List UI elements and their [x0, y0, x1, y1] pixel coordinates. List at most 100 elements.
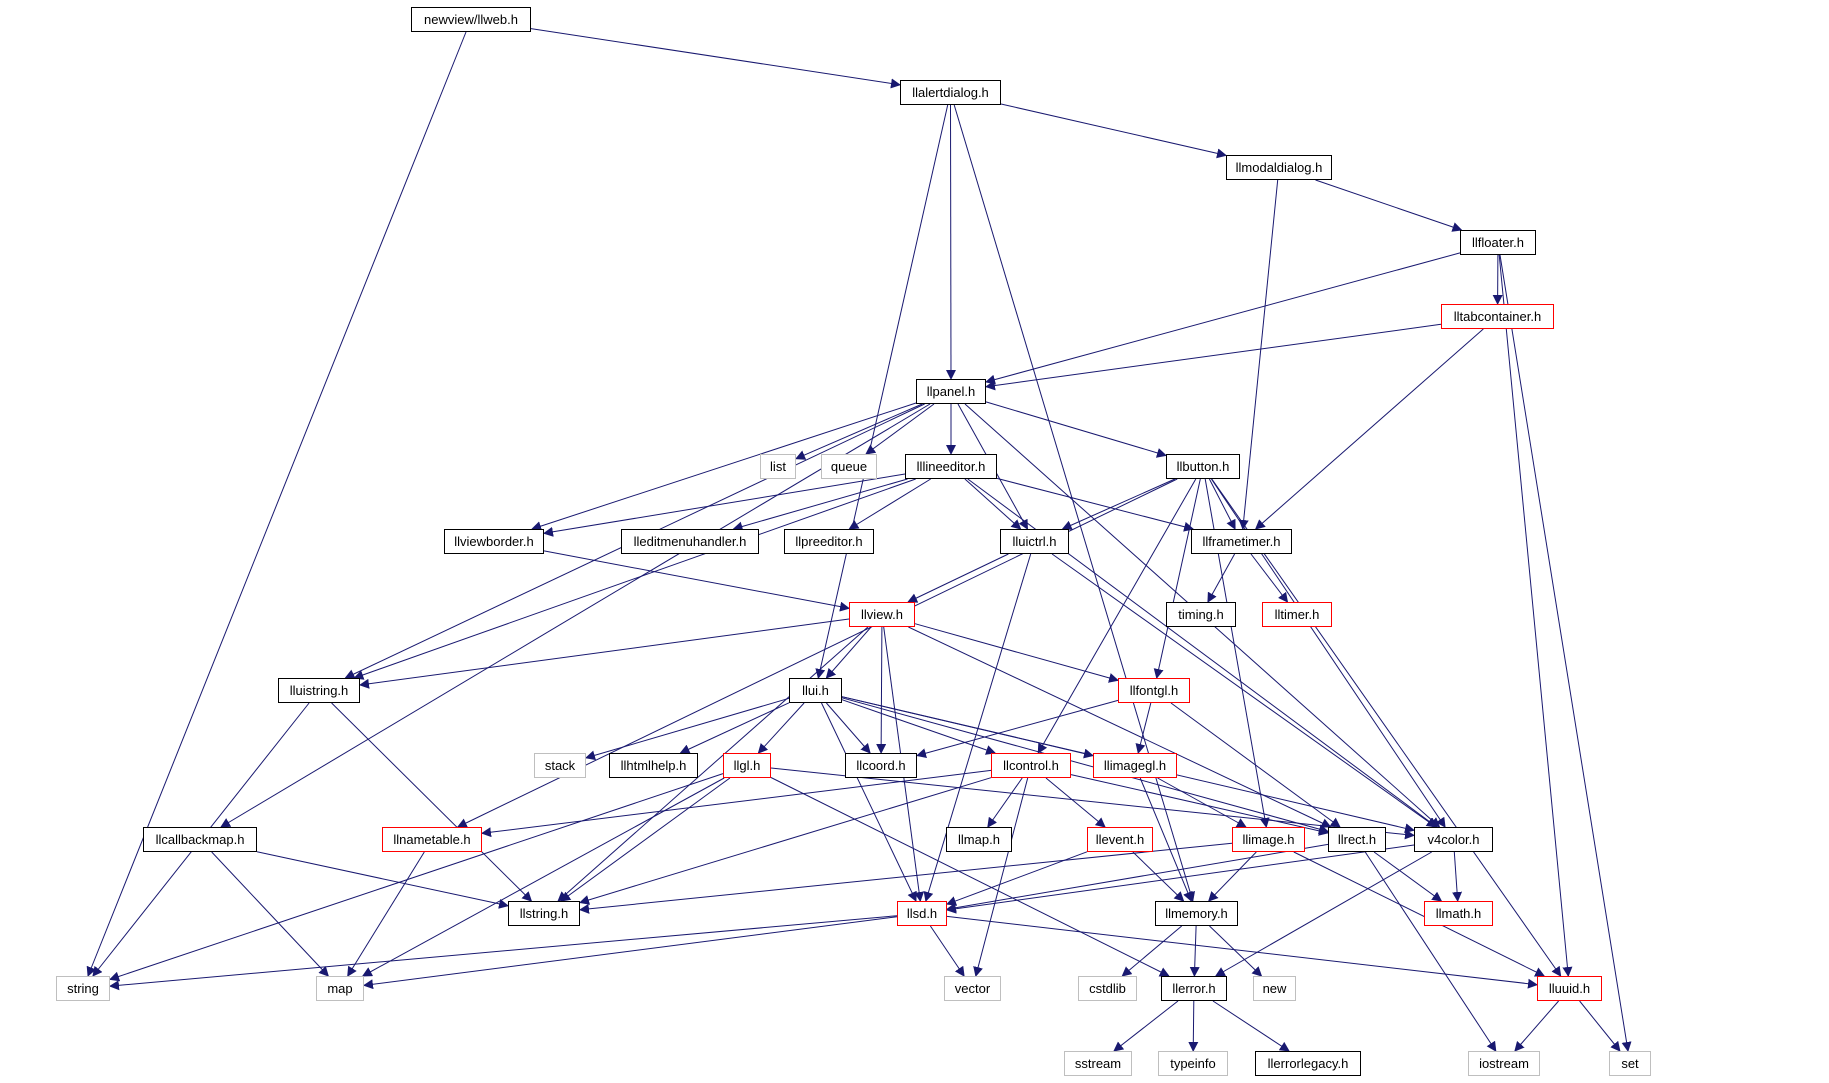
edge-llmemory-to-llerror — [1189, 925, 1200, 977]
edge-llalertdialog-to-llmodaldialog — [1000, 103, 1227, 159]
node-llstring-h[interactable]: llstring.h — [508, 901, 580, 926]
node-lluistring-h[interactable]: lluistring.h — [278, 678, 360, 703]
node-llimage-h[interactable]: llimage.h — [1232, 827, 1305, 852]
edge-llalertdialog-to-llpanel — [945, 104, 956, 380]
edge-llpanel-to-queue — [865, 403, 935, 455]
node-lluuid-h[interactable]: lluuid.h — [1537, 976, 1602, 1001]
edge-llui-to-llhtmlhelp — [679, 702, 790, 754]
edge-llview-to-llfontgl — [914, 623, 1119, 683]
edge-llweb-to-llalertdialog — [530, 28, 901, 89]
node-typeinfo[interactable]: typeinfo — [1158, 1051, 1228, 1076]
edge-llsd-to-vector — [929, 925, 965, 977]
edge-llcallbackmap-to-llstring — [256, 851, 509, 909]
edge-llgl-to-llstring — [560, 777, 731, 902]
edge-llsd-to-lluuid — [946, 915, 1538, 989]
edge-llbutton-to-llframetimer — [1208, 478, 1236, 530]
node-llbutton-h[interactable]: llbutton.h — [1166, 454, 1240, 479]
node-llui-h[interactable]: llui.h — [789, 678, 842, 703]
node-iostream[interactable]: iostream — [1468, 1051, 1540, 1076]
edge-llimage-to-lluuid — [1293, 851, 1546, 977]
edge-llfontgl-to-llimagegl — [1135, 702, 1152, 754]
node-newview-llweb-h[interactable]: newview/llweb.h — [411, 7, 531, 32]
node-sstream[interactable]: sstream — [1064, 1051, 1132, 1076]
edge-lluuid-to-iostream — [1514, 1000, 1559, 1052]
node-lluictrl-h[interactable]: lluictrl.h — [1000, 529, 1069, 554]
edge-llview-to-llui — [825, 626, 872, 679]
node-llerrorlegacy-h[interactable]: llerrorlegacy.h — [1255, 1051, 1361, 1076]
node-llhtmlhelp-h[interactable]: llhtmlhelp.h — [609, 753, 698, 778]
edge-llnametable-to-map — [347, 851, 425, 977]
edge-llweb-to-string — [86, 31, 467, 977]
node-llframetimer-h[interactable]: llframetimer.h — [1191, 529, 1292, 554]
node-list[interactable]: list — [760, 454, 796, 479]
edge-v4color-to-llsd — [946, 844, 1415, 914]
node-llimagegl-h[interactable]: llimagegl.h — [1093, 753, 1177, 778]
node-llviewborder-h[interactable]: llviewborder.h — [444, 529, 544, 554]
node-llmath-h[interactable]: llmath.h — [1424, 901, 1493, 926]
node-new[interactable]: new — [1253, 976, 1296, 1001]
node-llnametable-h[interactable]: llnametable.h — [382, 827, 482, 852]
edge-llimagegl-to-llimage — [1157, 777, 1247, 828]
node-set[interactable]: set — [1609, 1051, 1651, 1076]
edge-llui-to-llrect — [841, 697, 1329, 834]
edge-llgl-to-v4color — [770, 767, 1415, 840]
node-llfontgl-h[interactable]: llfontgl.h — [1118, 678, 1190, 703]
node-lleditmenuhandler-h[interactable]: lleditmenuhandler.h — [621, 529, 759, 554]
edge-lluuid-to-set — [1579, 1000, 1621, 1052]
edge-llsd-to-map — [363, 916, 898, 990]
node-llcoord-h[interactable]: llcoord.h — [845, 753, 917, 778]
edge-llcontrol-to-llnametable — [481, 769, 992, 838]
edge-llerror-to-llerrorlegacy — [1212, 1000, 1290, 1052]
node-llevent-h[interactable]: llevent.h — [1087, 827, 1153, 852]
edge-lllineeditor-to-lluictrl — [964, 478, 1022, 530]
edge-lllineeditor-to-llviewborder — [543, 473, 906, 537]
node-v4color-h[interactable]: v4color.h — [1414, 827, 1493, 852]
node-timing-h[interactable]: timing.h — [1166, 602, 1236, 627]
node-string[interactable]: string — [56, 976, 110, 1001]
edge-lltabcontainer-to-llpanel — [985, 323, 1442, 391]
edge-lllineeditor-to-llpreeditor — [848, 478, 931, 530]
edge-llimage-to-llmemory — [1208, 851, 1257, 902]
node-llerror-h[interactable]: llerror.h — [1161, 976, 1227, 1001]
node-stack[interactable]: stack — [534, 753, 586, 778]
node-lllineeditor-h[interactable]: lllineeditor.h — [905, 454, 997, 479]
edge-llmodaldialog-to-llframetimer — [1238, 179, 1279, 530]
node-llview-h[interactable]: llview.h — [849, 602, 915, 627]
node-llrect-h[interactable]: llrect.h — [1328, 827, 1386, 852]
node-vector[interactable]: vector — [944, 976, 1001, 1001]
node-llgl-h[interactable]: llgl.h — [723, 753, 771, 778]
node-llmodaldialog-h[interactable]: llmodaldialog.h — [1226, 155, 1332, 180]
edge-lluictrl-to-v4color — [1051, 553, 1437, 828]
node-queue[interactable]: queue — [821, 454, 877, 479]
node-cstdlib[interactable]: cstdlib — [1078, 976, 1137, 1001]
node-llsd-h[interactable]: llsd.h — [897, 901, 947, 926]
edge-llframetimer-to-timing — [1207, 553, 1236, 603]
edge-llui-to-stack — [585, 697, 790, 761]
edge-llui-to-llgl — [757, 702, 805, 754]
node-lltabcontainer-h[interactable]: lltabcontainer.h — [1441, 304, 1554, 329]
node-llmemory-h[interactable]: llmemory.h — [1155, 901, 1238, 926]
edge-llframetimer-to-lltimer — [1250, 553, 1289, 603]
node-llmap-h[interactable]: llmap.h — [946, 827, 1012, 852]
edge-llview-to-llstring — [557, 626, 869, 902]
edge-llevent-to-llmemory — [1132, 851, 1185, 902]
node-lltimer-h[interactable]: lltimer.h — [1262, 602, 1332, 627]
edge-llmodaldialog-to-llfloater — [1315, 179, 1463, 232]
edge-llcontrol-to-llmap — [987, 777, 1023, 828]
edge-llbutton-to-lluuid — [1211, 478, 1562, 977]
edge-llerror-to-sstream — [1113, 1000, 1179, 1052]
edge-llui-to-llcontrol — [841, 699, 997, 755]
edge-llfloater-to-set — [1499, 254, 1632, 1052]
edge-llpanel-to-list — [795, 403, 923, 460]
node-map[interactable]: map — [316, 976, 364, 1001]
node-llfloater-h[interactable]: llfloater.h — [1460, 230, 1536, 255]
node-llpanel-h[interactable]: llpanel.h — [916, 379, 986, 404]
node-llalertdialog-h[interactable]: llalertdialog.h — [900, 80, 1001, 105]
node-llcontrol-h[interactable]: llcontrol.h — [991, 753, 1071, 778]
node-llpreeditor-h[interactable]: llpreeditor.h — [784, 529, 874, 554]
edge-llui-to-llcoord — [826, 702, 871, 754]
edge-llrect-to-iostream — [1364, 851, 1497, 1052]
edge-v4color-to-llerror — [1214, 851, 1432, 977]
node-llcallbackmap-h[interactable]: llcallbackmap.h — [143, 827, 257, 852]
edge-llui-to-llsd — [821, 702, 917, 902]
